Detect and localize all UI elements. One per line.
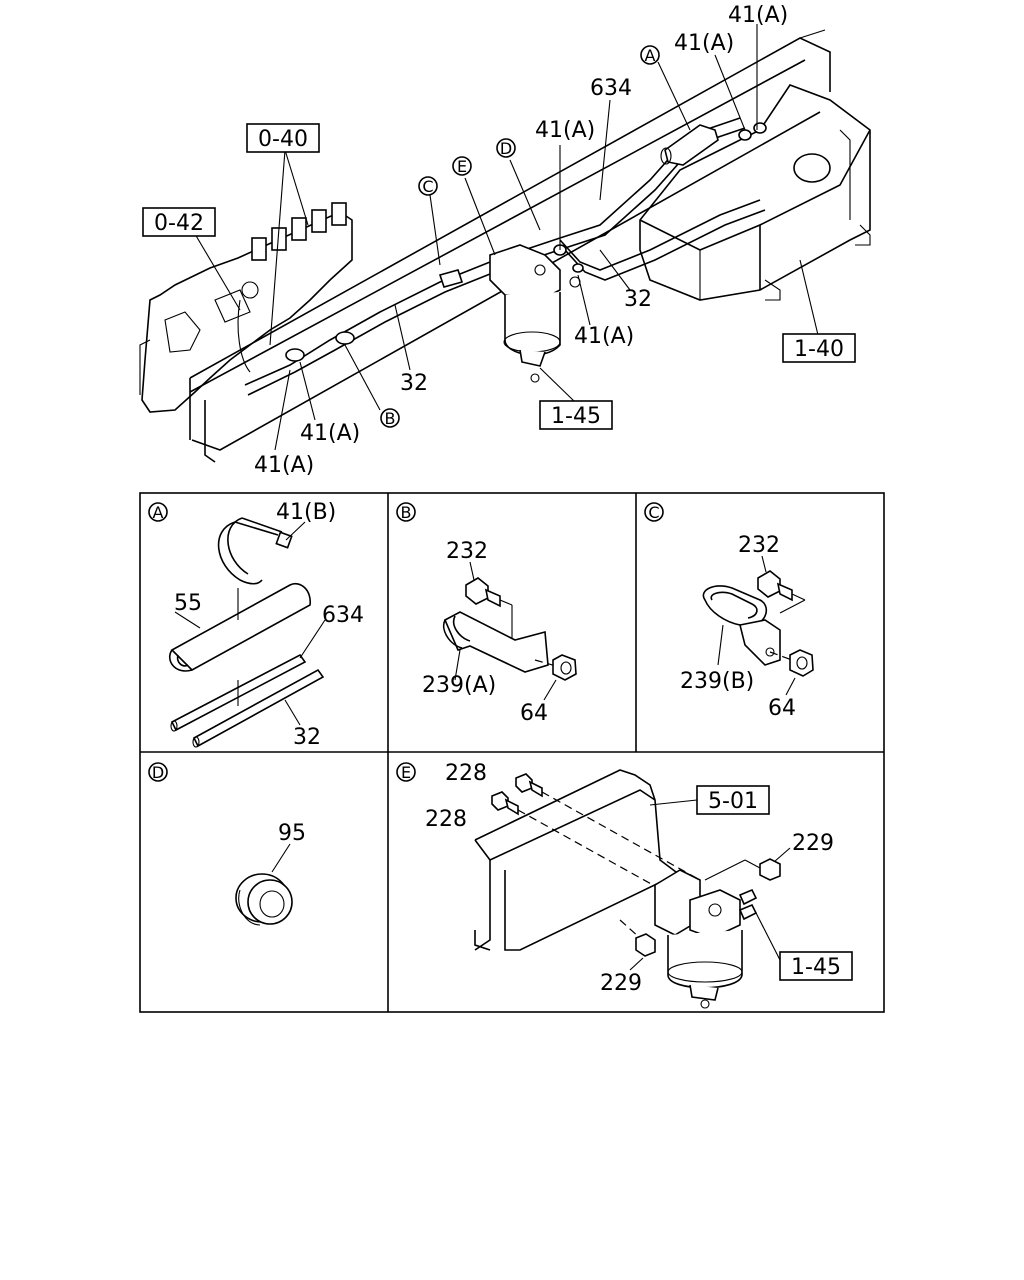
ref-box-1-45-e: 1-45 [791, 955, 841, 980]
svg-text:C: C [648, 503, 659, 522]
ref-box-0-42: 0-42 [142, 207, 216, 237]
label-41a-second: 41(A) [674, 31, 734, 56]
label-95: 95 [278, 821, 306, 846]
label-634: 634 [590, 76, 632, 101]
svg-text:0-40: 0-40 [258, 127, 308, 152]
label-32-center: 32 [400, 371, 428, 396]
label-229-upper: 229 [792, 831, 834, 856]
svg-text:1-40: 1-40 [794, 337, 844, 362]
label-41a-left1: 41(A) [300, 421, 360, 446]
ref-box-1-45: 1-45 [539, 400, 613, 430]
label-64-c: 64 [768, 696, 796, 721]
clamp-41a [285, 122, 767, 362]
label-232-c: 232 [738, 533, 780, 558]
detail-a: A 41(B) 55 634 32 [148, 500, 364, 750]
ref-box-5-01: 5-01 [708, 789, 758, 814]
label-32-a: 32 [293, 725, 321, 750]
callout-a: A [640, 45, 660, 65]
callout-d: D [496, 138, 516, 158]
label-229-lower: 229 [600, 971, 642, 996]
svg-text:A: A [153, 503, 164, 522]
main-leaders [274, 24, 819, 451]
label-41a-top: 41(A) [728, 3, 788, 28]
label-41b: 41(B) [276, 500, 336, 525]
svg-text:D: D [500, 139, 512, 158]
svg-text:E: E [401, 763, 411, 782]
svg-text:0-42: 0-42 [154, 211, 204, 236]
label-32-right: 32 [624, 287, 652, 312]
label-55: 55 [174, 591, 202, 616]
callout-c: C [418, 176, 438, 196]
label-228-bottom: 228 [425, 807, 467, 832]
label-41a-left2: 41(A) [254, 453, 314, 478]
label-228-top: 228 [445, 761, 487, 786]
label-41a-center: 41(A) [574, 324, 634, 349]
engine-block [139, 202, 353, 413]
callout-e: E [452, 156, 472, 176]
svg-text:B: B [401, 503, 412, 522]
ref-box-0-40: 0-40 [246, 123, 320, 153]
label-239a: 239(A) [422, 673, 496, 698]
svg-text:1-45: 1-45 [551, 404, 601, 429]
frame-rail [189, 29, 831, 463]
protective-sleeve [660, 124, 719, 166]
label-41a-mid: 41(A) [535, 118, 595, 143]
label-634-a: 634 [322, 603, 364, 628]
label-232-b: 232 [446, 539, 488, 564]
detail-c: C 232 239(B) 64 [644, 502, 814, 721]
svg-text:A: A [645, 46, 656, 65]
detail-e: E 228 228 5-01 229 [396, 761, 853, 1009]
detail-d: D 95 [148, 762, 306, 926]
label-64-b: 64 [520, 701, 548, 726]
svg-text:D: D [152, 763, 164, 782]
svg-text:C: C [422, 177, 433, 196]
label-239b: 239(B) [680, 669, 754, 694]
detail-grid [139, 492, 885, 1013]
svg-text:B: B [385, 409, 396, 428]
fuel-filter [489, 244, 581, 383]
callout-b: B [380, 408, 400, 428]
main-assembly-view: A B C D E 41(A) 41(A) 634 41(A) 32 41(A)… [139, 3, 871, 478]
detail-b: B 232 239(A) 64 [396, 502, 577, 726]
svg-text:E: E [457, 157, 467, 176]
fuel-tank [639, 84, 871, 301]
ref-box-1-40: 1-40 [782, 333, 856, 363]
